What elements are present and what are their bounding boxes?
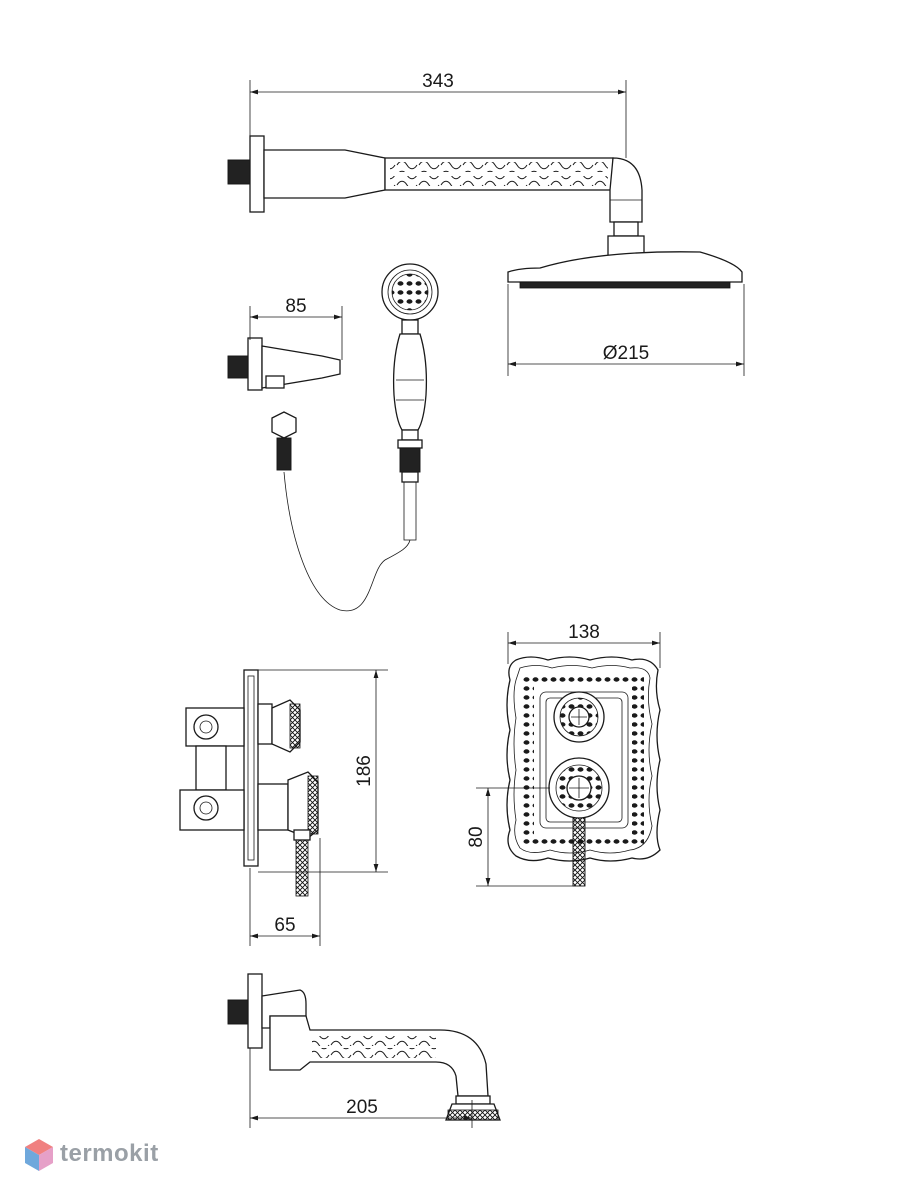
overhead-nozzles [519, 281, 731, 289]
dimension-215: Ø215 [507, 284, 745, 376]
dimension-85: 85 [249, 296, 343, 360]
mixer-front-view [506, 656, 661, 887]
dimension-205: 205 [249, 1048, 473, 1128]
dimension-215-label: Ø215 [603, 343, 649, 364]
termokit-logo-icon [25, 1139, 53, 1171]
dimension-85-label: 85 [285, 296, 306, 317]
hose-outlet-view [227, 337, 341, 391]
dimension-80: 80 [466, 787, 574, 887]
dimension-343: 343 [249, 71, 627, 158]
dimension-138-label: 138 [568, 622, 600, 643]
dimension-138: 138 [507, 622, 661, 668]
dimension-186-label: 186 [354, 755, 375, 787]
hose-connector [271, 411, 297, 471]
dimension-343-label: 343 [422, 71, 454, 92]
hand-shower [381, 263, 439, 541]
dimension-65: 65 [249, 838, 321, 946]
dimension-186: 186 [258, 669, 388, 873]
dimension-65-label: 65 [274, 915, 295, 936]
shower-hose [283, 471, 411, 612]
dimension-205-label: 205 [346, 1097, 378, 1118]
bath-spout-view [227, 973, 501, 1121]
dimension-80-label: 80 [466, 826, 487, 847]
mixer-side-view [179, 669, 319, 897]
shower-arm-view [227, 135, 743, 289]
watermark-text: termokit [60, 1140, 159, 1167]
